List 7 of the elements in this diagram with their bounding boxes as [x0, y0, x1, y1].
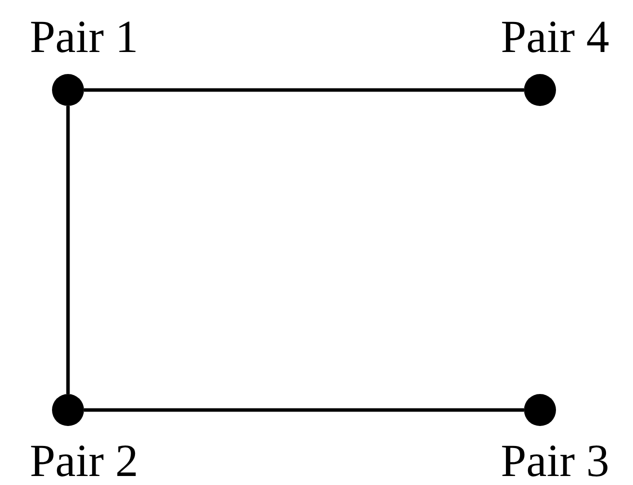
connector-line	[84, 88, 524, 92]
node-label: Pair 1	[28, 12, 140, 62]
node-label: Pair 3	[500, 436, 610, 485]
node-label: Pair 2	[28, 436, 140, 485]
node-label: Pair 4	[500, 12, 610, 62]
connector-line	[66, 106, 70, 394]
connector-line	[84, 408, 524, 412]
